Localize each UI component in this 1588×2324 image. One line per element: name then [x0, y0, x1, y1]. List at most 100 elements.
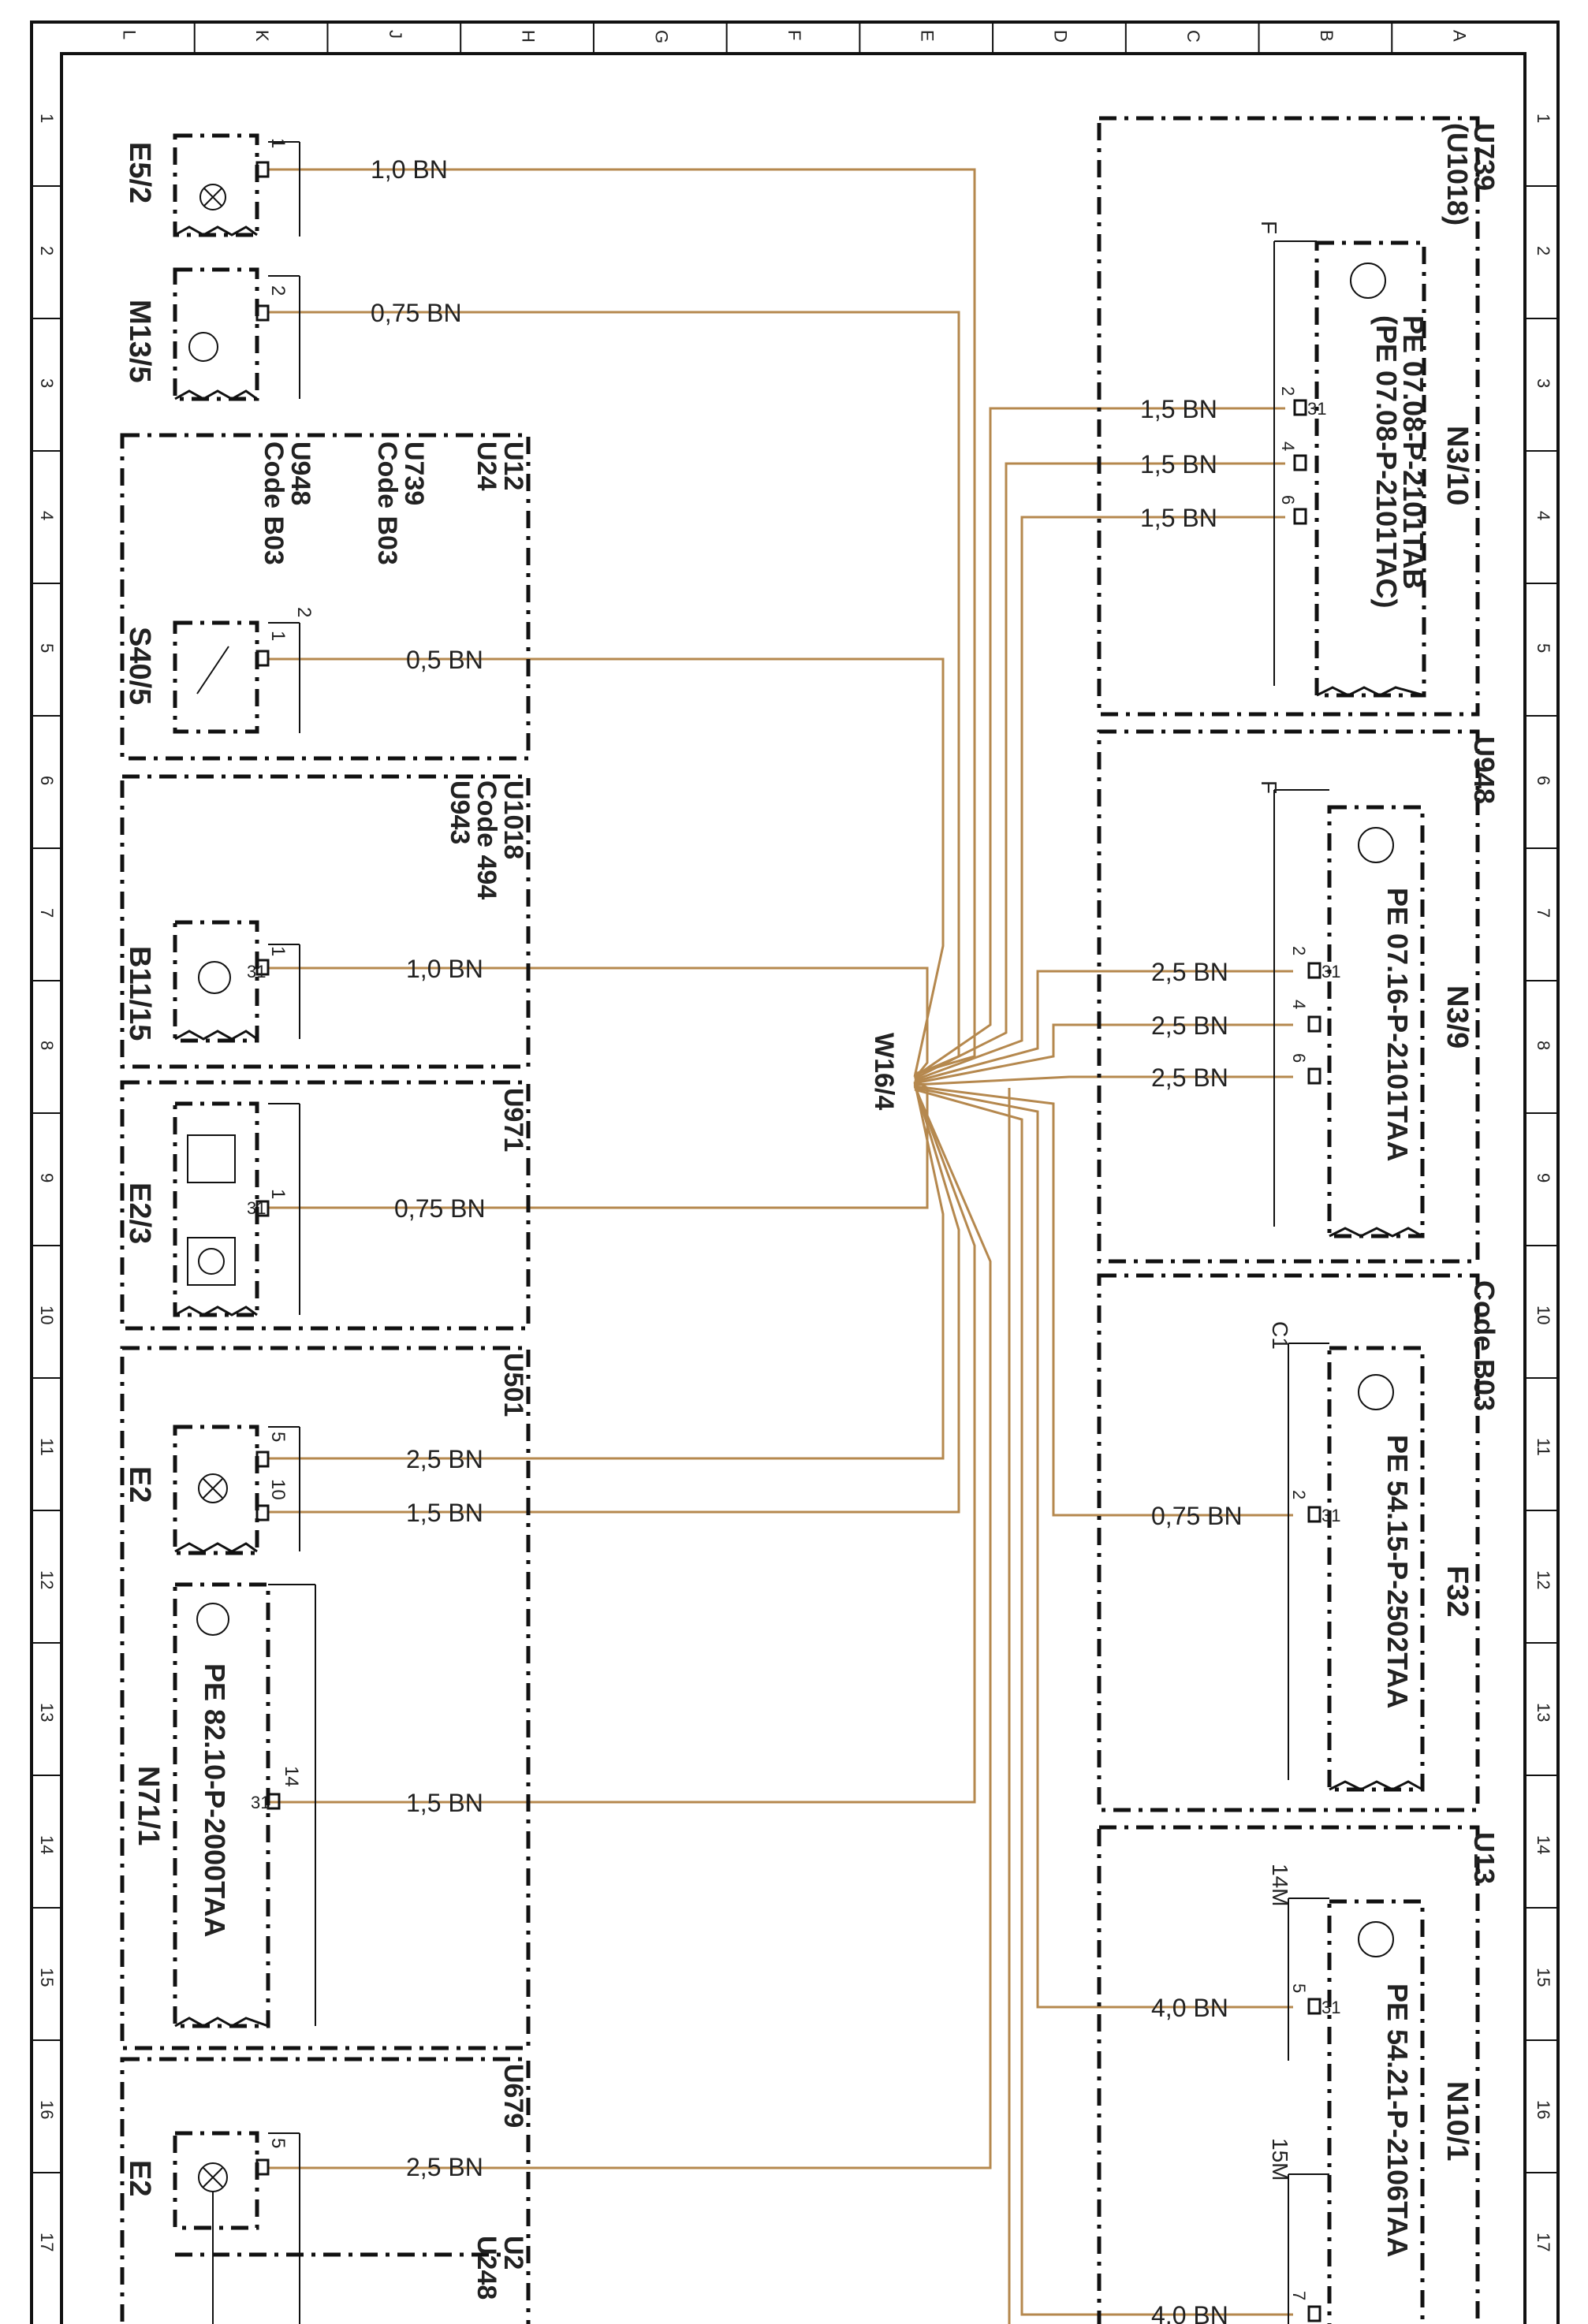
- column-label: B: [1317, 30, 1336, 42]
- label-e23: E2/3: [123, 1182, 156, 1244]
- row-label: 10: [37, 1305, 57, 1324]
- group-n39-0: U948: [1468, 736, 1500, 804]
- pin-e2b: 5: [267, 2138, 289, 2148]
- group-n310-0: U739: [1468, 123, 1500, 191]
- right-components: F U739 (U1018) PE 07.08-P-2101TAB (PE 07…: [1097, 116, 1500, 2324]
- ref-f32-0: PE 54.15-P-2502TAA: [1381, 1435, 1414, 1709]
- row-label: 15: [37, 1968, 57, 1987]
- wire-label-n711: 1,5 BN: [406, 1789, 483, 1817]
- row-label: 1: [37, 114, 57, 123]
- row-label: 4: [1534, 511, 1553, 520]
- pin-n101-1: 7: [1289, 2291, 1309, 2300]
- conn-f32: C1: [1268, 1321, 1292, 1350]
- row-label: 8: [37, 1041, 57, 1050]
- row-label: 6: [1534, 776, 1553, 785]
- wire-f32-0: 0,75 BN: [1151, 1502, 1243, 1530]
- column-label: D: [1050, 30, 1070, 43]
- wire-label-e2-a: 2,5 BN: [406, 1445, 483, 1473]
- label-n711: N71/1: [132, 1766, 165, 1845]
- pin-e52: 1: [267, 138, 289, 148]
- wire-label-b1115: 1,0 BN: [406, 955, 483, 983]
- row-label: 14: [37, 1835, 57, 1854]
- label-n101: N10/1: [1441, 2081, 1474, 2161]
- harness-label: W16/4: [869, 1033, 899, 1110]
- row-label: 9: [1534, 1173, 1553, 1182]
- group-f32-0: Code B03: [1468, 1280, 1500, 1411]
- group-b1115-1: Code 494: [472, 780, 501, 899]
- row-label: 3: [37, 378, 57, 388]
- row-label: 3: [1534, 378, 1553, 388]
- pin-n310-1: 4: [1278, 441, 1298, 451]
- label-m135: M13/5: [123, 300, 156, 383]
- group-n310-1: (U1018): [1441, 123, 1474, 225]
- wire-n310-2: 1,5 BN: [1140, 504, 1217, 532]
- row-label: 1: [1534, 114, 1553, 123]
- row-label: 10: [1534, 1305, 1553, 1324]
- label-s405: S40/5: [123, 627, 156, 705]
- row-label: 8: [1534, 1041, 1553, 1050]
- ref-n39-0: PE 07.16-P-2101TAA: [1381, 888, 1414, 1162]
- group-n101-0: U13: [1468, 1832, 1500, 1884]
- label-n310: N3/10: [1441, 426, 1474, 505]
- pinno-n39: 31: [1321, 962, 1340, 981]
- label-b1115: B11/15: [123, 946, 156, 1041]
- wire-bundle: [268, 168, 1293, 2324]
- row-label: 15: [1534, 1968, 1553, 1987]
- pin-f32-0: 2: [1289, 1490, 1309, 1499]
- group-s405-0: U12: [498, 441, 528, 490]
- wire-n310-0: 1,5 BN: [1140, 395, 1217, 423]
- row-label: 17: [37, 2233, 57, 2251]
- wire-label-e23: 0,75 BN: [394, 1194, 486, 1223]
- label-e52: E5/2: [123, 142, 156, 203]
- group-s405-4: U948: [285, 441, 315, 505]
- wire-label-e2-b: 1,5 BN: [406, 1499, 483, 1527]
- row-label: 12: [37, 1570, 57, 1589]
- wire-label-m135: 0,75 BN: [371, 299, 462, 327]
- conn-n39: F: [1257, 780, 1281, 794]
- conn-n310: F: [1257, 221, 1281, 234]
- group-u2-1: U248: [472, 2236, 501, 2300]
- row-label: 6: [37, 776, 57, 785]
- column-label: A: [1450, 30, 1470, 42]
- ref-n711: PE 82.10-P-2000TAA: [199, 1663, 231, 1938]
- label-e2b: E2: [123, 2160, 156, 2196]
- row-label: 17: [1534, 2233, 1553, 2251]
- column-label: C: [1184, 30, 1203, 43]
- row-label: 5: [37, 643, 57, 653]
- pin-e2-a: 5: [267, 1432, 289, 1442]
- row-label: 4: [37, 511, 57, 520]
- column-label: H: [519, 30, 539, 43]
- pin-n39-2: 6: [1289, 1053, 1309, 1063]
- wire-n39-2: 2,5 BN: [1151, 1063, 1228, 1092]
- ref-n310-1: (PE 07.08-P-2101TAC): [1370, 315, 1403, 608]
- pin-e23: 1: [267, 1189, 289, 1199]
- pin-n39-0: 2: [1289, 946, 1309, 955]
- pin-n310-2: 6: [1278, 495, 1298, 505]
- pin-n39-1: 4: [1289, 1000, 1309, 1009]
- group-s405-3: Code B03: [372, 441, 402, 565]
- wire-label-e52: 1,0 BN: [371, 155, 448, 184]
- column-label: G: [651, 30, 671, 43]
- outer-frame: [30, 20, 1560, 2324]
- group-b1115-2: U943: [445, 780, 475, 844]
- row-label: 2: [37, 246, 57, 255]
- pinno-f32: 31: [1321, 1506, 1340, 1525]
- wire-n39-1: 2,5 BN: [1151, 1011, 1228, 1040]
- row-label: 5: [1534, 643, 1553, 653]
- pinno-n310: 31: [1307, 399, 1326, 419]
- label-e2: E2: [123, 1466, 156, 1503]
- row-label: 9: [37, 1173, 57, 1182]
- column-label: J: [386, 30, 405, 39]
- pin-n711: 14: [281, 1766, 302, 1787]
- pin-b1115: 1: [267, 946, 289, 956]
- row-label: 14: [1534, 1835, 1553, 1854]
- pinno-e23: 31: [247, 1198, 266, 1218]
- group-e2-0: U501: [498, 1353, 528, 1417]
- row-label: 12: [1534, 1570, 1553, 1589]
- pin-s405: 1: [267, 631, 289, 641]
- group-s405-5: Code B03: [259, 441, 289, 565]
- pin-alt-s405: 2: [293, 607, 315, 617]
